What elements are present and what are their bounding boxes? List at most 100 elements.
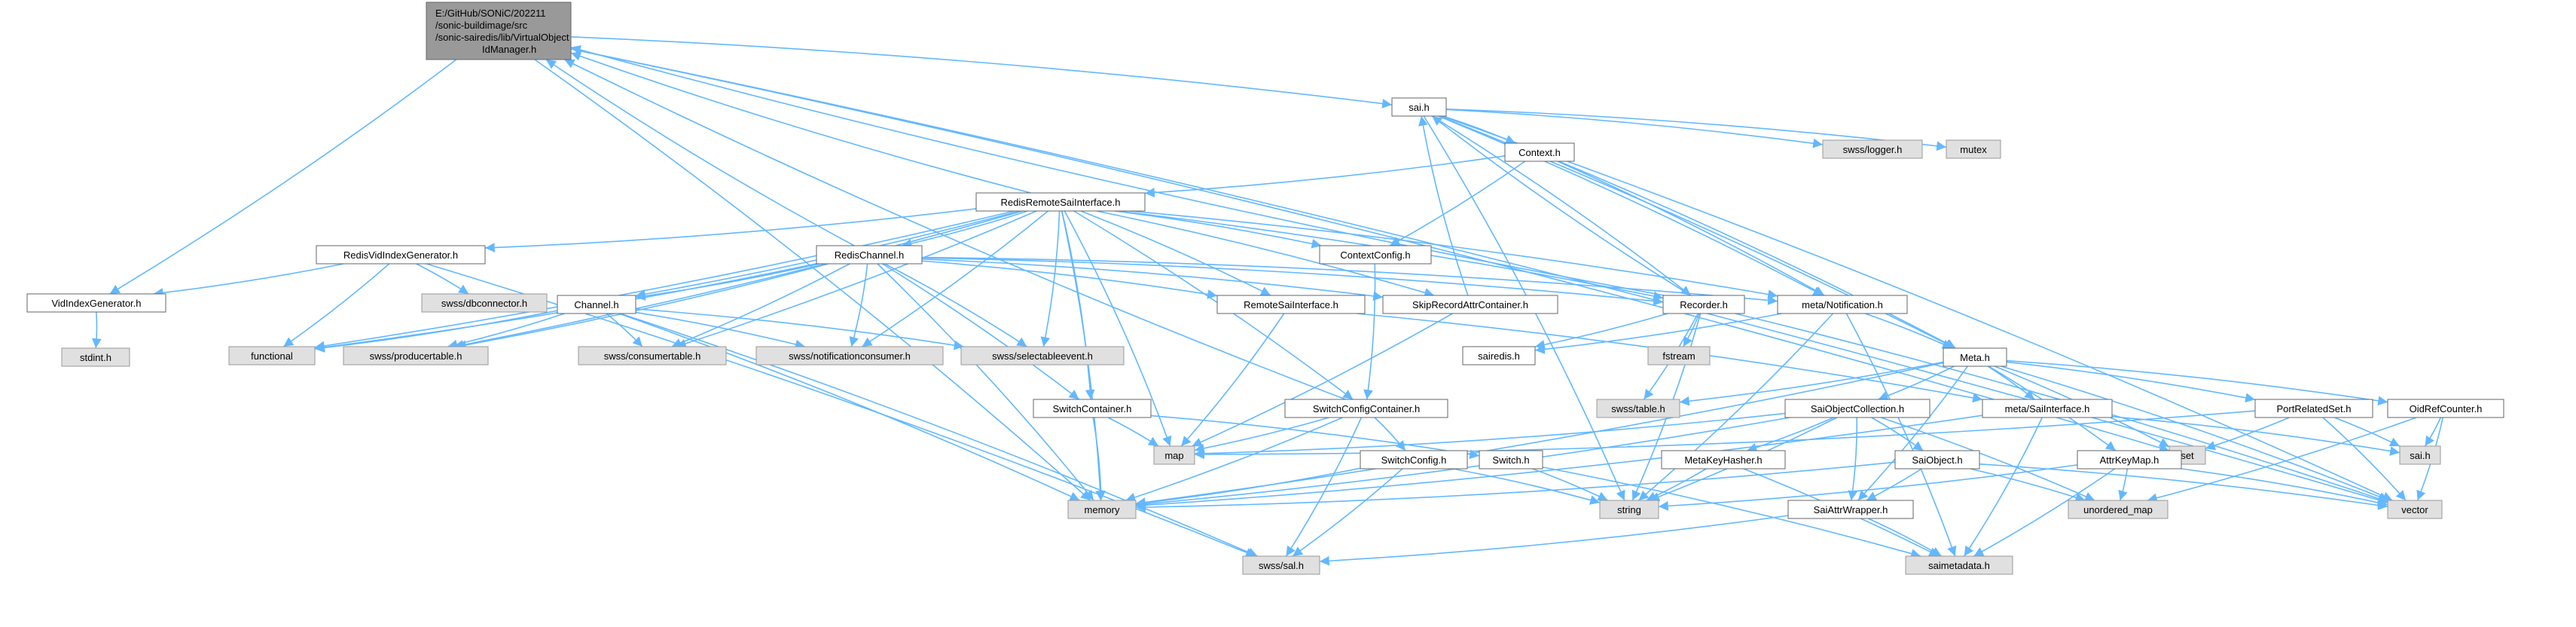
- node-label: VidIndexGenerator.h: [51, 298, 141, 309]
- edge-channel_h-to-swss_consumer: [606, 313, 643, 347]
- edge-redis_remote-to-focus: [570, 51, 1031, 194]
- node-switch-container[interactable]: SwitchContainer.h: [1033, 399, 1152, 418]
- node-swss-consumer: swss/consumertable.h: [578, 346, 727, 365]
- node-attr-key-map[interactable]: AttrKeyMap.h: [2077, 450, 2182, 469]
- node-box: [557, 295, 636, 314]
- node-box: [2077, 450, 2182, 469]
- edge-redis_vid_index-to-swss_dbconnector: [416, 263, 469, 295]
- node-label: swss/dbconnector.h: [441, 298, 527, 309]
- node-box: [1905, 555, 2013, 575]
- edge-meta_sai_interface-to-saimetadata: [1964, 417, 2043, 557]
- node-sai-object[interactable]: SaiObject.h: [1894, 450, 1980, 469]
- edge-sai_obj_collection-to-meta_key_hasher: [1747, 417, 1834, 453]
- node-swss-notifconsumer: swss/notificationconsumer.h: [755, 346, 944, 365]
- node-remote-sai[interactable]: RemoteSaiInterface.h: [1216, 295, 1366, 314]
- node-box: [1784, 399, 1930, 418]
- node-switch-h[interactable]: Switch.h: [1479, 450, 1543, 469]
- node-label: RemoteSaiInterface.h: [1244, 299, 1338, 310]
- node-context-config[interactable]: ContextConfig.h: [1319, 245, 1432, 265]
- edge-redis_remote-to-context_config: [1114, 210, 1322, 249]
- edge-oid_ref_counter-to-unordered_map: [2147, 417, 2417, 503]
- node-label: swss/table.h: [1611, 403, 1665, 414]
- edge-context_h-to-context_config: [1389, 161, 1526, 246]
- edge-sai_obj_collection-to-sai_attr_wrapper: [1848, 417, 1858, 501]
- edge-redis_remote-to-functional: [314, 210, 1015, 351]
- edge-meta_h-to-oid_ref_counter: [2006, 359, 2388, 406]
- node-label: set: [2181, 450, 2194, 461]
- node-redis-vid-index[interactable]: RedisVidIndexGenerator.h: [316, 245, 486, 265]
- node-sai-attr-wrapper[interactable]: SaiAttrWrapper.h: [1787, 500, 1914, 519]
- edge-channel_h-to-swss_notifconsumer: [635, 311, 805, 350]
- node-meta-h[interactable]: Meta.h: [1943, 347, 2007, 367]
- node-box: [1033, 399, 1152, 418]
- node-label: swss/consumertable.h: [604, 350, 701, 362]
- node-switch-config-container[interactable]: SwitchConfigContainer.h: [1284, 399, 1448, 418]
- edge-sai_h-to-recorder_h: [1431, 115, 1692, 296]
- node-label: SwitchConfig.h: [1381, 454, 1447, 466]
- edge-redis_remote-to-swss_selectable: [1040, 210, 1061, 347]
- node-label: SwitchContainer.h: [1053, 403, 1132, 414]
- node-vid-index-gen[interactable]: VidIndexGenerator.h: [26, 293, 166, 313]
- edge-switch_h-to-string: [1532, 468, 1608, 501]
- focus-node-idmanager[interactable]: E:/GitHub/SONiC/202211 /sonic-buildimage…: [426, 2, 572, 60]
- edge-focus-to-set: [570, 48, 2170, 453]
- node-label: RedisRemoteSaiInterface.h: [1001, 197, 1121, 208]
- node-sai-h[interactable]: sai.h: [1391, 97, 1447, 117]
- node-label: SwitchConfigContainer.h: [1313, 403, 1420, 414]
- node-swss-dbconnector: swss/dbconnector.h: [421, 293, 548, 313]
- node-redis-remote[interactable]: RedisRemoteSaiInterface.h: [975, 192, 1146, 212]
- node-port-related-set[interactable]: PortRelatedSet.h: [2254, 399, 2373, 418]
- edge-meta_h-to-swss_table: [1679, 361, 1944, 406]
- node-box: [816, 245, 923, 265]
- node-label: AttrKeyMap.h: [2100, 454, 2159, 466]
- node-label: swss/producertable.h: [370, 350, 462, 362]
- node-switch-config[interactable]: SwitchConfig.h: [1360, 450, 1468, 469]
- node-recorder-h[interactable]: Recorder.h: [1662, 295, 1745, 314]
- edge-sai_obj_collection-to-unordered_map: [1880, 417, 2095, 501]
- edge-meta_h-to-sai_attr_wrapper: [1857, 365, 1968, 501]
- node-redis-channel[interactable]: RedisChannel.h: [816, 245, 923, 265]
- edge-meta_h-to-vector: [2001, 365, 2389, 502]
- node-label: unordered_map: [2083, 504, 2153, 515]
- edge-port_related_set-to-map: [1194, 410, 2256, 460]
- node-box: [1319, 245, 1432, 265]
- edge-attr_key_map-to-vector: [2181, 468, 2388, 508]
- node-string: string: [1599, 500, 1659, 519]
- node-box: [1943, 347, 2007, 367]
- node-channel-h[interactable]: Channel.h: [557, 295, 636, 314]
- node-label: SkipRecordAttrContainer.h: [1412, 299, 1528, 310]
- node-meta-key-hasher[interactable]: MetaKeyHasher.h: [1661, 450, 1786, 469]
- node-label: vector: [2401, 504, 2428, 515]
- edge-channel_h-to-functional: [314, 310, 558, 353]
- node-box: [1982, 399, 2113, 418]
- node-sairedis-h[interactable]: sairedis.h: [1462, 346, 1536, 365]
- node-box: [228, 346, 316, 365]
- edge-redis_remote-to-redis_channel: [902, 210, 1028, 249]
- node-label: RedisVidIndexGenerator.h: [343, 249, 458, 261]
- node-functional: functional: [228, 346, 316, 365]
- edge-remote_sai-to-map: [1180, 313, 1285, 447]
- edge-context_h-to-meta_notification: [1557, 161, 1825, 296]
- edge-context_config-to-switch_config_container: [1363, 263, 1376, 400]
- node-label: SaiAttrWrapper.h: [1814, 504, 1888, 515]
- node-unordered-map: unordered_map: [2068, 500, 2169, 519]
- node-oid-ref-counter[interactable]: OidRefCounter.h: [2387, 399, 2504, 418]
- node-box: [1242, 555, 1320, 575]
- edge-redis_channel-to-swss_selectable: [884, 263, 1027, 347]
- edge-context_h-to-redis_remote: [1144, 154, 1506, 197]
- node-context-h[interactable]: Context.h: [1504, 142, 1575, 162]
- edge-oid_ref_counter-to-sai_h2: [2424, 417, 2442, 447]
- node-label: fstream: [1662, 350, 1695, 362]
- node-box: [421, 293, 548, 313]
- edge-meta_notification-to-string: [1637, 313, 1834, 501]
- node-swss-sal: swss/sal.h: [1242, 555, 1320, 575]
- edge-redis_remote-to-meta_notification: [1129, 210, 1778, 299]
- node-skip-record[interactable]: SkipRecordAttrContainer.h: [1382, 295, 1558, 314]
- edge-meta_sai_interface-to-sai_h2: [2111, 415, 2401, 456]
- node-meta-notification[interactable]: meta/Notification.h: [1777, 295, 1908, 314]
- edge-focus-to-memory: [534, 59, 1091, 501]
- node-sai-obj-collection[interactable]: SaiObjectCollection.h: [1784, 399, 1930, 418]
- node-meta-sai-interface[interactable]: meta/SaiInterface.h: [1982, 399, 2113, 418]
- edge-meta_sai_interface-to-memory: [1135, 414, 1983, 510]
